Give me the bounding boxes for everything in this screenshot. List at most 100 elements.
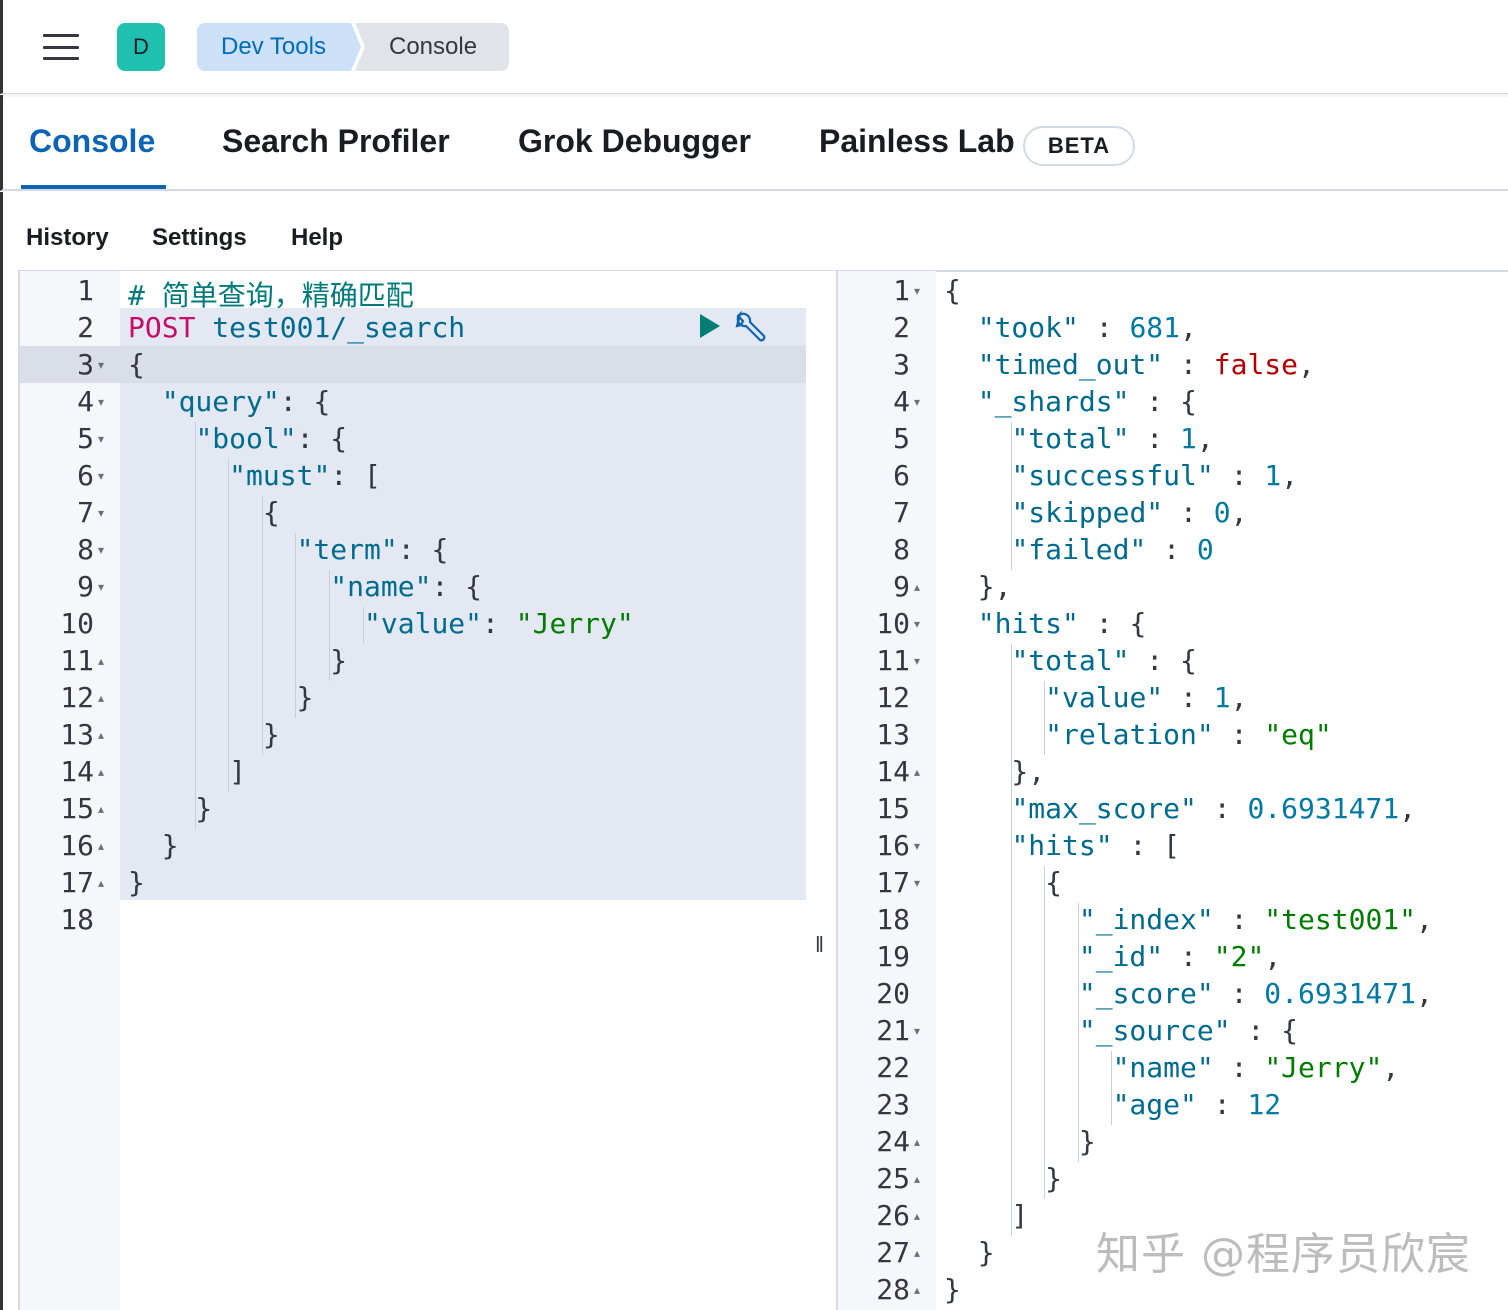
fold-open-icon[interactable]: ▾ xyxy=(98,432,105,446)
indent-guide xyxy=(1044,1162,1046,1199)
line-number: 7 xyxy=(77,496,94,529)
fold-close-icon[interactable]: ▴ xyxy=(98,839,105,853)
line-number: 28 xyxy=(876,1273,910,1306)
line-number: 7 xyxy=(893,496,910,529)
code-line: } xyxy=(128,792,213,825)
indent-guide xyxy=(1010,681,1012,718)
code-line: "took" : 681, xyxy=(977,311,1197,344)
code-line: "total" : 1, xyxy=(1011,422,1214,455)
code-line: ] xyxy=(128,755,247,788)
line-number: 24 xyxy=(876,1125,910,1158)
indent-guide xyxy=(261,533,263,570)
code-line: } xyxy=(944,1236,995,1269)
indent-guide xyxy=(194,681,196,718)
fold-open-icon[interactable]: ▾ xyxy=(914,617,921,631)
fold-open-icon[interactable]: ▾ xyxy=(98,506,105,520)
fold-close-icon[interactable]: ▴ xyxy=(914,1209,921,1223)
fold-close-icon[interactable]: ▴ xyxy=(98,728,105,742)
indent-guide xyxy=(228,570,230,607)
fold-close-icon[interactable]: ▴ xyxy=(914,580,921,594)
fold-open-icon[interactable]: ▾ xyxy=(914,395,921,409)
code-line: "query": { xyxy=(161,385,331,418)
fold-open-icon[interactable]: ▾ xyxy=(914,1024,921,1038)
tab-grok-debugger[interactable]: Grok Debugger xyxy=(518,123,751,159)
indent-guide xyxy=(1077,940,1079,977)
line-number: 20 xyxy=(876,977,910,1010)
indent-guide xyxy=(261,681,263,718)
code-line: "name" : "Jerry", xyxy=(1112,1051,1400,1084)
fold-close-icon[interactable]: ▴ xyxy=(98,691,105,705)
code-line: "hits" : { xyxy=(977,607,1147,640)
indent-guide xyxy=(261,570,263,607)
code-line: "total" : { xyxy=(1011,644,1197,677)
pane-resizer[interactable] xyxy=(806,271,836,1310)
history-link[interactable]: History xyxy=(26,224,109,251)
fold-close-icon[interactable]: ▴ xyxy=(914,765,921,779)
settings-link[interactable]: Settings xyxy=(152,224,247,251)
fold-close-icon[interactable]: ▴ xyxy=(98,765,105,779)
tab-painless-lab[interactable]: Painless Lab xyxy=(819,123,1015,159)
fold-close-icon[interactable]: ▴ xyxy=(98,654,105,668)
code-line: "name": { xyxy=(330,570,483,603)
fold-close-icon[interactable]: ▴ xyxy=(98,876,105,890)
code-line: } xyxy=(944,1125,1096,1158)
fold-close-icon[interactable]: ▴ xyxy=(914,1172,921,1186)
line-number: 4 xyxy=(77,385,94,418)
request-selection xyxy=(120,308,806,900)
line-number: 14 xyxy=(60,755,94,788)
code-line: "skipped" : 0, xyxy=(1011,496,1248,529)
wrench-icon[interactable] xyxy=(734,310,768,344)
breadcrumb: Dev Tools Console xyxy=(197,23,509,71)
tab-console[interactable]: Console xyxy=(29,123,156,159)
indent-guide xyxy=(1077,903,1079,940)
indent-guide xyxy=(261,644,263,681)
response-gutter xyxy=(836,271,936,1310)
indent-guide xyxy=(295,607,297,644)
fold-close-icon[interactable]: ▴ xyxy=(914,1283,921,1297)
indent-guide xyxy=(228,496,230,533)
fold-open-icon[interactable]: ▾ xyxy=(98,469,105,483)
fold-open-icon[interactable]: ▾ xyxy=(914,839,921,853)
indent-guide xyxy=(1010,792,1012,829)
hamburger-menu-icon[interactable] xyxy=(43,34,79,60)
breadcrumb-dev-tools[interactable]: Dev Tools xyxy=(197,23,361,71)
fold-open-icon[interactable]: ▾ xyxy=(98,580,105,594)
indent-guide xyxy=(362,607,364,644)
indent-guide xyxy=(194,607,196,644)
code-line: ] xyxy=(944,1199,1029,1232)
resize-handle-icon[interactable]: ‖ xyxy=(815,932,825,957)
indent-guide xyxy=(194,792,196,829)
fold-close-icon[interactable]: ▴ xyxy=(914,1246,921,1260)
indent-guide xyxy=(194,755,196,792)
space-avatar[interactable]: D xyxy=(117,23,165,71)
fold-open-icon[interactable]: ▾ xyxy=(914,876,921,890)
fold-open-icon[interactable]: ▾ xyxy=(98,358,105,372)
indent-guide xyxy=(228,459,230,496)
fold-open-icon[interactable]: ▾ xyxy=(98,395,105,409)
indent-guide xyxy=(1010,1051,1012,1088)
code-line: } xyxy=(128,681,314,714)
indent-guide xyxy=(1077,977,1079,1014)
indent-guide xyxy=(1044,718,1046,755)
code-line: "timed_out" : false, xyxy=(977,348,1315,381)
help-link[interactable]: Help xyxy=(291,224,344,251)
fold-open-icon[interactable]: ▾ xyxy=(914,284,921,298)
indent-guide xyxy=(1077,1125,1079,1162)
code-line: "term": { xyxy=(296,533,449,566)
indent-guide xyxy=(228,533,230,570)
line-number: 11 xyxy=(876,644,910,677)
line-number: 1 xyxy=(77,274,94,307)
line-number: 17 xyxy=(60,866,94,899)
line-number: 13 xyxy=(876,718,910,751)
fold-open-icon[interactable]: ▾ xyxy=(98,543,105,557)
indent-guide xyxy=(1010,718,1012,755)
fold-close-icon[interactable]: ▴ xyxy=(914,1135,921,1149)
line-number: 2 xyxy=(77,311,94,344)
indent-guide xyxy=(1044,681,1046,718)
fold-close-icon[interactable]: ▴ xyxy=(98,802,105,816)
fold-open-icon[interactable]: ▾ xyxy=(914,654,921,668)
indent-guide xyxy=(1044,903,1046,940)
line-number: 11 xyxy=(60,644,94,677)
play-icon[interactable] xyxy=(698,313,722,339)
tab-search-profiler[interactable]: Search Profiler xyxy=(222,123,450,159)
